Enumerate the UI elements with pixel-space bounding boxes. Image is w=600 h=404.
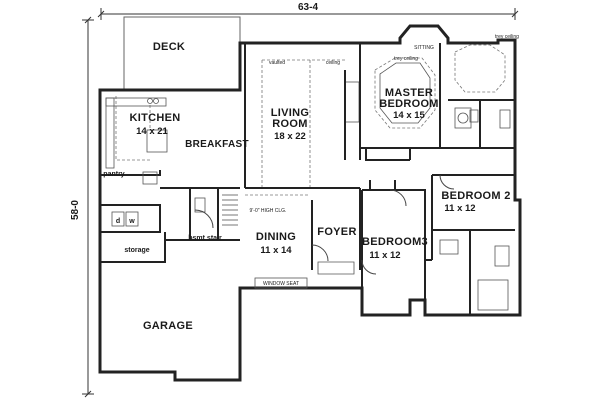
storage-walls bbox=[100, 232, 166, 263]
window-seat-label: WINDOW SEAT bbox=[263, 281, 299, 287]
trey-ceiling-bath-label: trey ceiling bbox=[495, 34, 519, 40]
sitting-label: SITTING bbox=[414, 45, 434, 51]
vaulted-label: vaulted bbox=[269, 60, 285, 66]
kitchen-size: 14 x 21 bbox=[136, 126, 168, 137]
living-room-label-line1: LIVING bbox=[271, 107, 309, 119]
kitchen-walls bbox=[100, 170, 161, 176]
ceiling-label: ceiling bbox=[326, 60, 340, 66]
overall-width-label: 63-4 bbox=[298, 2, 318, 13]
living-room-size: 18 x 22 bbox=[274, 131, 306, 142]
dryer bbox=[111, 211, 125, 227]
dining-size: 11 x 14 bbox=[260, 245, 292, 256]
overall-depth-label: 58-0 bbox=[70, 200, 81, 220]
washer-label: w bbox=[128, 218, 135, 225]
washer bbox=[125, 211, 139, 227]
bedroom3-size: 11 x 12 bbox=[369, 250, 400, 261]
laundry-walls bbox=[100, 204, 161, 233]
window-seat bbox=[254, 277, 308, 289]
trey-ceiling-master-label: trey ceiling bbox=[394, 56, 418, 62]
dryer-label: d bbox=[116, 218, 120, 225]
master-bedroom-label-line2: BEDROOM bbox=[379, 98, 439, 110]
bedroom2-size: 11 x 12 bbox=[444, 203, 475, 214]
pantry-label: pantry bbox=[103, 171, 125, 178]
master-bedroom-size: 14 x 15 bbox=[393, 110, 425, 121]
fireplace bbox=[344, 81, 360, 123]
kitchen-island bbox=[146, 129, 168, 153]
kitchen-label: KITCHEN bbox=[130, 112, 181, 124]
breakfast-label: BREAKFAST bbox=[185, 139, 249, 150]
deck-area bbox=[123, 16, 241, 91]
high-clg-label: 9'-0" HIGH CLG. bbox=[250, 208, 287, 214]
storage-label: storage bbox=[124, 247, 149, 254]
master-trey-ceiling bbox=[374, 57, 436, 129]
living-room-label-line2: ROOM bbox=[272, 118, 307, 130]
bedroom3-walls bbox=[362, 189, 426, 300]
left-dimension-line bbox=[82, 16, 94, 398]
dining-label: DINING bbox=[256, 231, 296, 243]
bedroom3-label: BEDROOM3 bbox=[362, 236, 428, 248]
garage-label: GARAGE bbox=[143, 320, 193, 332]
deck-label: DECK bbox=[153, 41, 185, 53]
exterior-walls bbox=[98, 24, 522, 382]
master-bedroom-label-line1: MASTER bbox=[385, 87, 433, 99]
foyer-label: FOYER bbox=[317, 226, 356, 238]
basement-stair bbox=[222, 194, 238, 226]
top-dimension-line bbox=[97, 8, 519, 20]
bedroom2-label: BEDROOM 2 bbox=[441, 190, 510, 202]
bsmt-stair-label: bsmt stair bbox=[188, 235, 222, 242]
